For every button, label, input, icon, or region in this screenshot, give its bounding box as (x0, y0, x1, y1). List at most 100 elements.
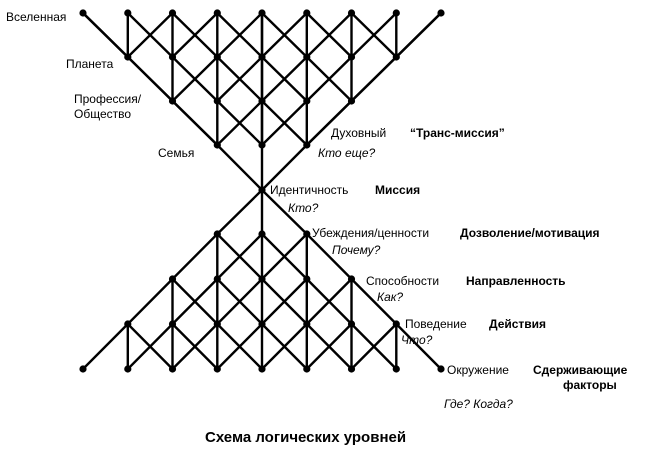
lattice-node (437, 365, 445, 373)
diagonal-line (260, 11, 308, 59)
lattice-node (303, 141, 311, 149)
diagonal-line (216, 11, 264, 59)
diagonal-line (260, 55, 308, 103)
level-identity-question: Кто? (288, 201, 319, 215)
diagonal-line (260, 322, 308, 371)
diagonal-line (216, 143, 264, 192)
lattice-node (124, 365, 132, 373)
edge-line (305, 11, 443, 147)
level-environment-function-line1: Сдерживающие (533, 363, 628, 377)
lattice-node (347, 53, 356, 61)
level-spiritual-function: “Транс-миссия” (410, 126, 505, 140)
diagonal-line (305, 11, 353, 59)
diagonal-line (350, 11, 398, 59)
diagonal-line (171, 277, 219, 326)
level-beliefs-question: Почему? (332, 243, 381, 257)
lattice-node (168, 275, 177, 283)
lattice-node (258, 320, 266, 328)
lattice-node (213, 230, 221, 238)
level-spiritual-question: Кто еще? (318, 146, 376, 160)
level-identity-label: Идентичность (270, 183, 348, 197)
level-beliefs-function: Дозволение/мотивация (460, 226, 600, 240)
diagonal-line (305, 232, 353, 281)
diagonal-line (171, 232, 219, 281)
lattice-node (124, 53, 132, 61)
lattice-node (213, 275, 221, 283)
lattice-node (258, 365, 266, 373)
diagonal-line (126, 11, 174, 59)
lattice-node (168, 320, 177, 328)
edge-line (81, 11, 219, 147)
diagonal-line (350, 322, 398, 371)
lattice-node (258, 9, 266, 17)
level-capabilities-question: Как? (377, 290, 403, 304)
diagonal-line (216, 55, 264, 103)
lattice-node (303, 320, 311, 328)
diagonal-line (81, 322, 130, 371)
diagonal-line (216, 277, 264, 326)
level-profession-label-line2: Общество (74, 107, 131, 121)
lattice-node (258, 186, 266, 194)
level-planet-label: Планета (66, 57, 114, 71)
level-environment-label: Окружение (447, 363, 509, 377)
lattice-node (303, 9, 311, 17)
lattice-node (124, 320, 132, 328)
lattice-node (258, 275, 266, 283)
lattice-lines (81, 11, 443, 371)
level-behavior-question: Что? (401, 333, 433, 347)
lattice-node (213, 320, 221, 328)
lattice-node (79, 9, 87, 17)
lattice-node (258, 97, 266, 105)
diagonal-line (216, 232, 264, 281)
level-behavior-label: Поведение (405, 317, 467, 331)
diagonal-line (126, 277, 174, 326)
lattice-node (303, 275, 311, 283)
lattice-node (303, 53, 311, 61)
level-environment-question: Где? Когда? (444, 397, 513, 411)
diagonal-line (216, 99, 264, 147)
diagonal-line (216, 188, 264, 236)
diagonal-line (260, 232, 308, 281)
diagonal-line (260, 143, 308, 192)
lattice-node (347, 320, 356, 328)
lattice-node (213, 141, 221, 149)
lattice-node (124, 9, 132, 17)
diagonal-line (305, 55, 353, 103)
lattice-node (258, 230, 266, 238)
diagonal-line (171, 55, 219, 103)
diagonal-line (350, 277, 398, 326)
level-identity-function: Миссия (375, 183, 420, 197)
diagonal-line (305, 322, 353, 371)
lattice-node (392, 9, 400, 17)
level-beliefs-label: Убеждения/ценности (312, 226, 429, 240)
lattice-node (347, 97, 356, 105)
lattice-node (392, 320, 400, 328)
lattice-node (258, 53, 266, 61)
lattice-node (168, 97, 177, 105)
diagonal-line (260, 99, 308, 147)
lattice-nodes (79, 9, 445, 373)
diagonal-line (126, 322, 174, 371)
lattice-node (392, 53, 400, 61)
level-universe-label: Вселенная (6, 10, 66, 24)
lattice-node (213, 97, 221, 105)
lattice-node (213, 53, 221, 61)
level-capabilities-function: Направленность (466, 274, 566, 288)
diagonal-line (216, 322, 264, 371)
lattice-node (213, 365, 221, 373)
level-behavior-function: Действия (489, 317, 546, 331)
diagonal-line (305, 277, 353, 326)
diagonal-line (260, 277, 308, 326)
lattice-node (437, 9, 445, 17)
diagonal-line (171, 322, 219, 371)
lattice-node (303, 230, 311, 238)
lattice-node (79, 365, 87, 373)
lattice-node (213, 9, 221, 17)
lattice-node (347, 365, 356, 373)
lattice-node (303, 97, 311, 105)
diagonal-line (395, 322, 443, 371)
diagonal-line (260, 188, 308, 236)
lattice-node (168, 9, 177, 17)
lattice-node (392, 365, 400, 373)
